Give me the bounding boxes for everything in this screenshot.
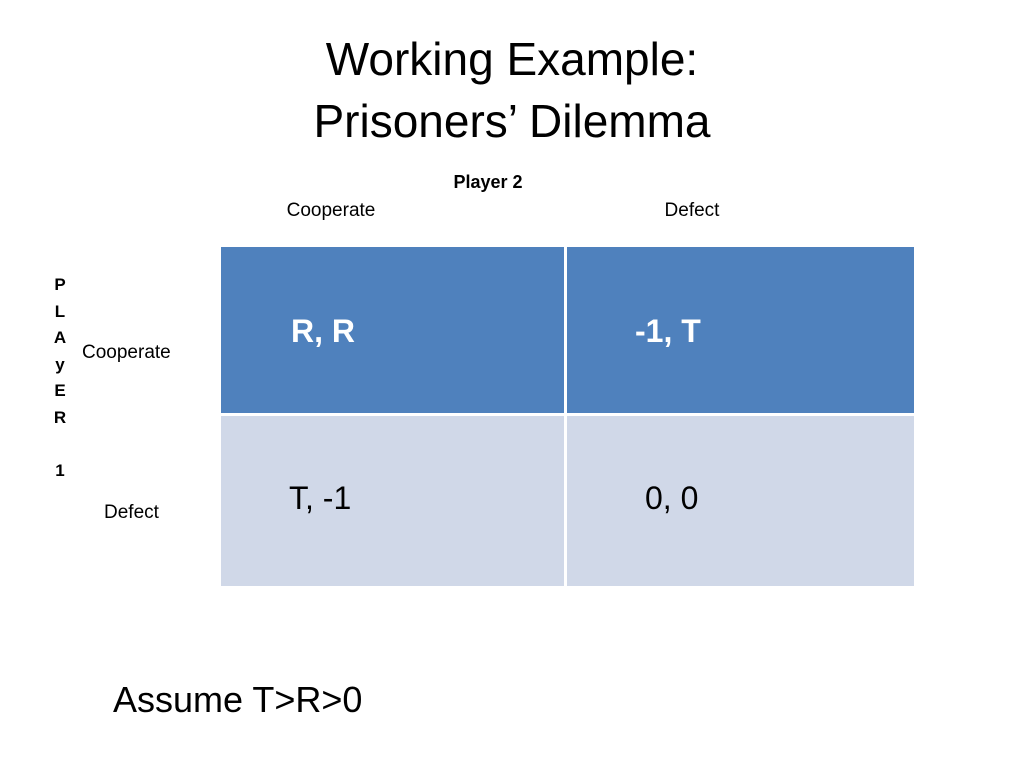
player-1-letter: A — [53, 328, 67, 347]
player-2-label: Player 2 — [453, 172, 523, 192]
player-1-letter-gap — [44, 431, 76, 458]
player-1-letter: y — [55, 354, 65, 374]
player-1-letter: R — [53, 407, 67, 427]
payoff-value: 0, 0 — [645, 480, 699, 516]
row-label-defect: Defect — [104, 502, 159, 523]
payoff-value: -1, T — [635, 313, 701, 349]
title-line-2: Prisoners’ Dilemma — [313, 95, 711, 147]
column-label-defect: Defect — [664, 200, 720, 221]
player-1-letter: P — [54, 275, 66, 294]
player-1-letter: 1 — [55, 460, 65, 480]
player-1-vertical-label: P L A y E R 1 — [44, 272, 76, 484]
payoff-matrix: R, R -1, T T, -1 0, 0 — [221, 247, 914, 586]
slide-title: Working Example: Prisoners’ Dilemma — [162, 28, 862, 152]
assumption-text: Assume T>R>0 — [113, 679, 363, 720]
player-1-letter: E — [54, 381, 66, 400]
payoff-cell-coop-coop: R, R — [221, 247, 567, 416]
payoff-cell-defect-coop: T, -1 — [221, 416, 567, 586]
title-line-1: Working Example: — [325, 33, 699, 85]
payoff-cell-defect-defect: 0, 0 — [567, 416, 914, 586]
payoff-cell-coop-defect: -1, T — [567, 247, 914, 416]
column-label-cooperate: Cooperate — [286, 200, 376, 221]
row-label-cooperate: Cooperate — [82, 342, 171, 363]
player-1-letter: L — [54, 301, 66, 321]
payoff-value: T, -1 — [289, 480, 352, 516]
payoff-value: R, R — [291, 313, 355, 349]
